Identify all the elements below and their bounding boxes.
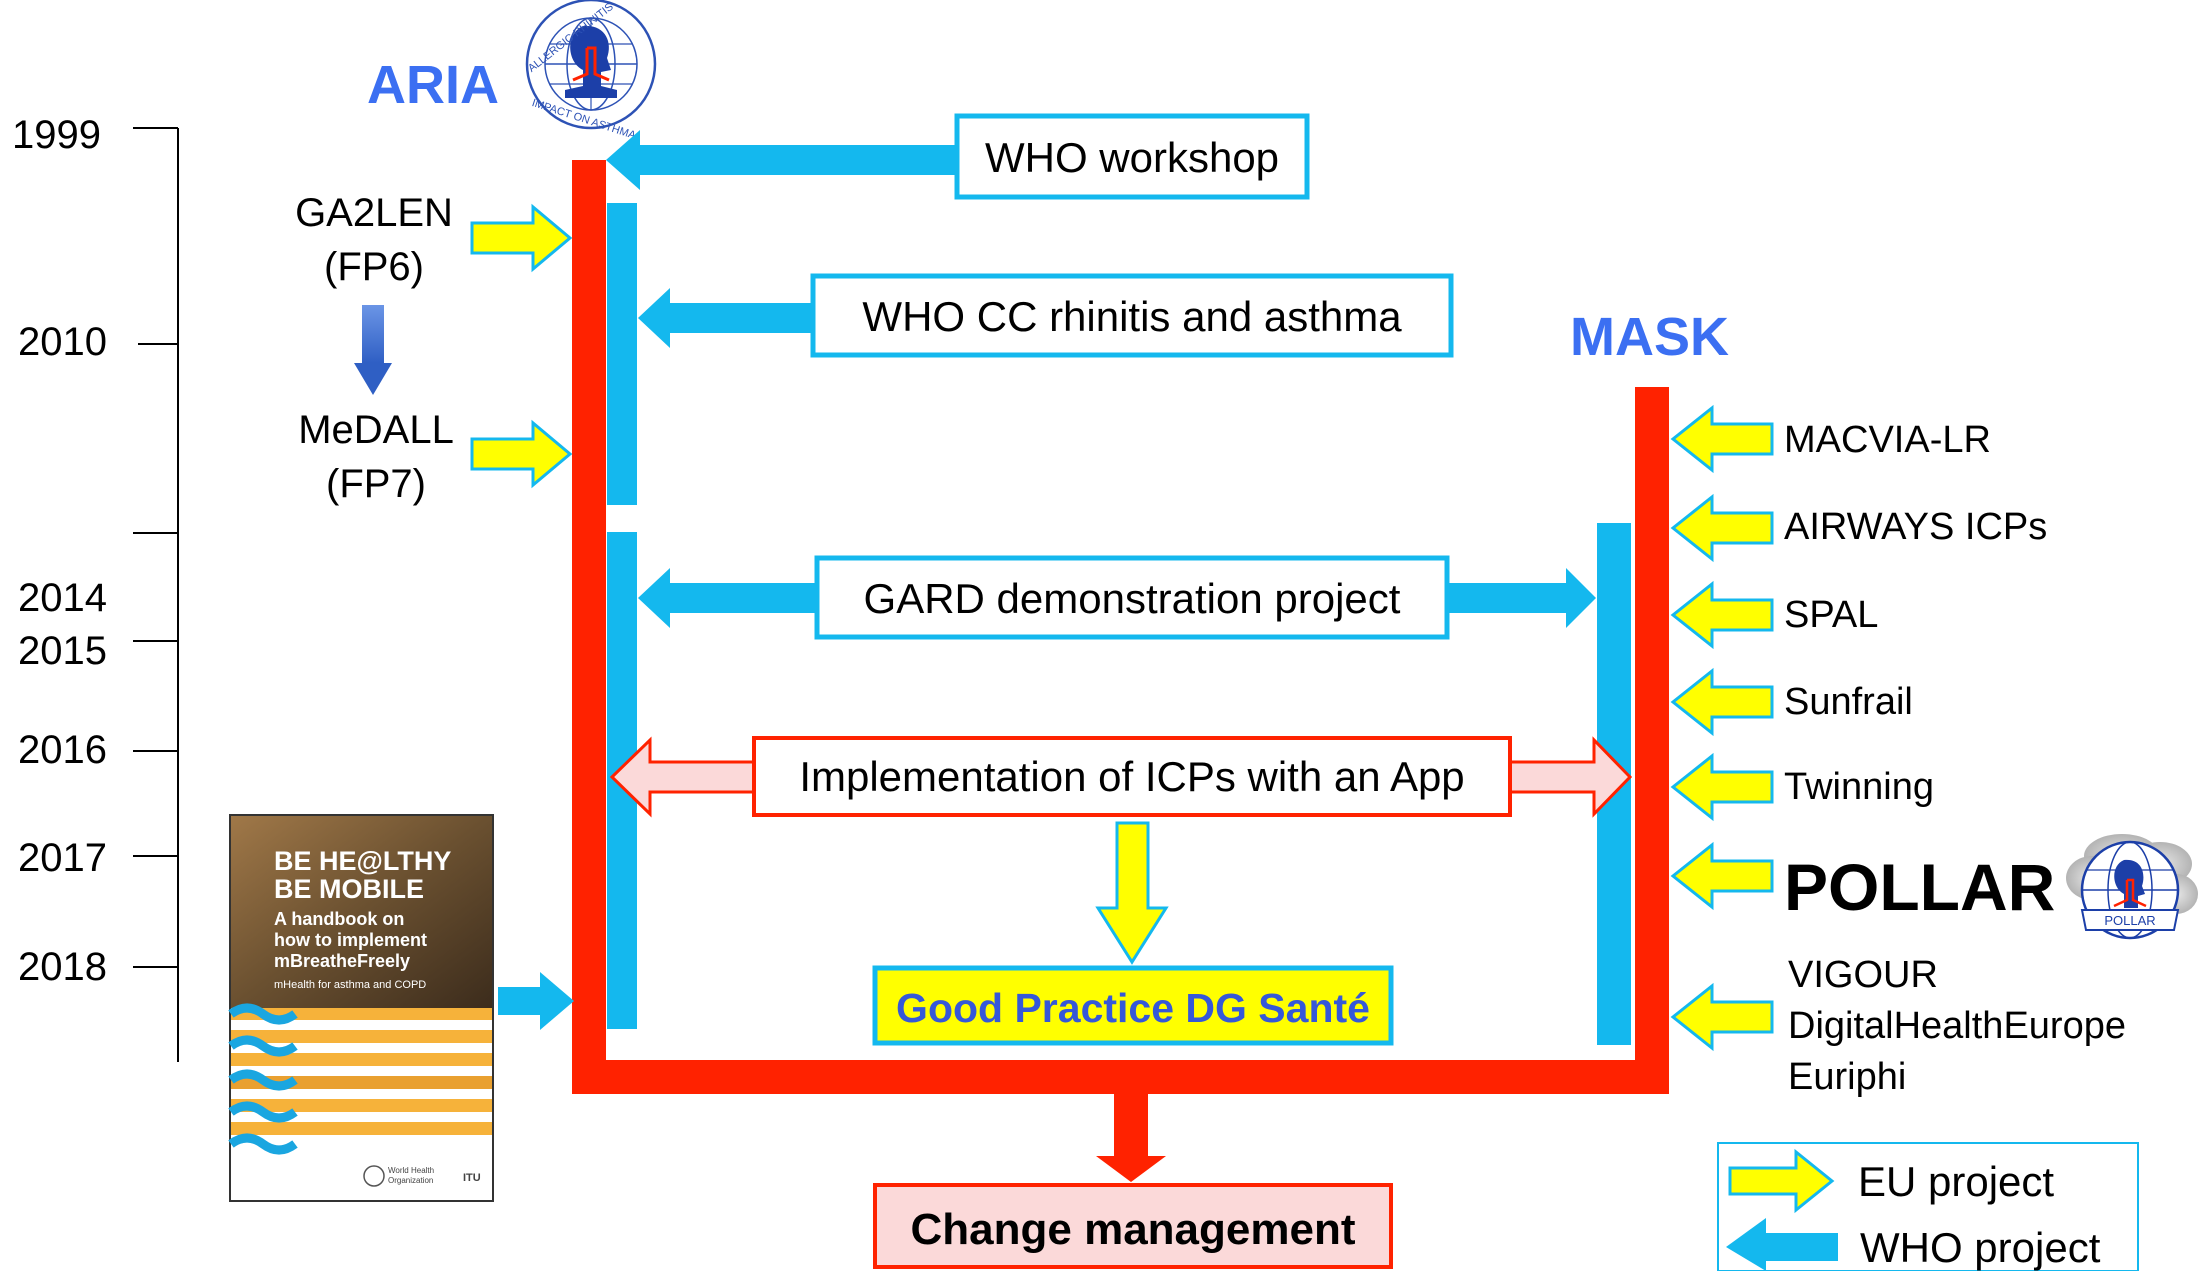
eu-arrow-left [1670, 982, 1774, 1052]
legend-who-swatch [1726, 1218, 1766, 1271]
change-arrow-shaft [1114, 1094, 1148, 1158]
handbook-org: World Health [388, 1166, 434, 1175]
mask-red-bar [1635, 387, 1669, 1094]
who-arrow-head [1566, 568, 1596, 628]
ga2len-sub: (FP6) [324, 245, 424, 289]
who-cc-group: WHO CC rhinitis and asthma [638, 273, 1454, 358]
handbook-cover: BE HE@LTHY BE MOBILE A handbook on how t… [228, 814, 494, 1202]
who-workshop-box [954, 113, 1310, 200]
good-practice-label: Good Practice DG Santé [896, 985, 1370, 1031]
year-label: 2018 [18, 945, 107, 989]
who-cyan-bar-1 [607, 203, 637, 505]
year-label: 1999 [12, 113, 101, 157]
ga2len-group: GA2LEN (FP6) [295, 191, 573, 289]
icp-app-box [752, 736, 1512, 817]
down-arrow-shaft [362, 305, 384, 363]
eu-arrow [470, 203, 573, 273]
aria-title: ARIA [367, 55, 499, 115]
legend-who-label: WHO project [1860, 1224, 2101, 1271]
who-cc-box [810, 273, 1454, 358]
project-label: MACVIA-LR [1784, 419, 1991, 461]
change-management-box [873, 1183, 1393, 1269]
gard-box [814, 555, 1450, 640]
eu-arrow-left [1670, 404, 1774, 474]
handbook-subtitle: A handbook on [274, 909, 404, 929]
eu-arrow-left [1670, 493, 1774, 563]
right-projects: MACVIA-LR AIRWAYS ICPs SPAL Sunfrail Twi… [1670, 404, 2126, 1098]
medall-label: MeDALL [298, 408, 454, 452]
pollar-logo-text: POLLAR [2104, 913, 2155, 928]
eu-arrow-left [1670, 841, 1774, 911]
year-label: 2016 [18, 728, 107, 772]
good-practice-arrow [1095, 821, 1169, 965]
year-label: 2014 [18, 576, 107, 620]
year-label: 2017 [18, 836, 107, 880]
aria-red-bar [572, 160, 606, 1094]
handbook-subtitle: how to implement [274, 930, 427, 950]
red-frame [572, 160, 1669, 1182]
who-arrow-head [638, 288, 670, 348]
project-label: Euriphi [1788, 1056, 1906, 1098]
medall-group: MeDALL (FP7) [298, 408, 573, 506]
change-management-group: Change management [873, 1183, 1393, 1269]
gard-label: GARD demonstration project [864, 575, 1401, 622]
handbook-title: BE MOBILE [274, 874, 424, 904]
project-label: Twinning [1784, 766, 1934, 808]
handbook-title: BE HE@LTHY [274, 846, 451, 876]
who-emblem [363, 1165, 385, 1187]
who-workshop-group: WHO workshop [606, 113, 1310, 200]
eu-arrow [470, 419, 573, 489]
aria-logo: ALLERGIC RHINITIS IMPACT ON ASTHMA [525, 0, 657, 142]
project-label: VIGOUR [1788, 954, 1938, 996]
who-arrow-shaft [636, 145, 957, 175]
who-arrow-shaft [666, 583, 817, 613]
down-arrow-head [354, 363, 392, 395]
handbook-org: ITU [463, 1172, 481, 1184]
change-arrow-head [1096, 1156, 1166, 1182]
eu-arrow-left [1670, 752, 1774, 822]
handbook-org: Organization [388, 1176, 433, 1185]
mask-title: MASK [1570, 307, 1729, 367]
change-management-label: Change management [911, 1205, 1356, 1254]
who-arrow-head [638, 568, 670, 628]
who-cc-label: WHO CC rhinitis and asthma [862, 293, 1402, 340]
pollar-label: POLLAR [1784, 850, 2055, 924]
handbook-subtitle: mBreatheFreely [274, 951, 410, 971]
good-practice-box [872, 965, 1394, 1046]
year-label: 2010 [18, 320, 107, 364]
who-arrow-shaft [1447, 583, 1571, 613]
medall-sub: (FP7) [326, 462, 426, 506]
bottom-red-bar [572, 1060, 1669, 1094]
good-practice-group: Good Practice DG Santé [872, 965, 1394, 1046]
who-workshop-label: WHO workshop [985, 134, 1279, 181]
legend-box [1717, 1142, 2139, 1271]
project-label: Sunfrail [1784, 681, 1913, 723]
who-arrow-head [606, 130, 640, 190]
legend: EU project WHO project [1717, 1142, 2139, 1271]
project-label: DigitalHealthEurope [1788, 1005, 2126, 1047]
handbook-who-arrow [498, 972, 574, 1030]
pollar-logo: POLLAR [2066, 834, 2198, 940]
ga2len-to-medall [354, 305, 392, 395]
ga2len-label: GA2LEN [295, 191, 453, 235]
icp-app-label: Implementation of ICPs with an App [799, 753, 1464, 800]
legend-eu-swatch [1728, 1148, 1835, 1214]
project-label: SPAL [1784, 594, 1878, 636]
project-label: AIRWAYS ICPs [1784, 506, 2047, 548]
icp-app-group: Implementation of ICPs with an App [609, 736, 1633, 818]
year-label: 2015 [18, 629, 107, 673]
timeline: 1999 2010 2014 2015 2016 2017 2018 [12, 113, 179, 1062]
legend-who-swatch [1764, 1233, 1838, 1261]
handbook-small: mHealth for asthma and COPD [274, 979, 426, 991]
eu-arrow-left [1670, 667, 1774, 737]
eu-arrow-left [1670, 580, 1774, 650]
who-arrow-shaft [666, 303, 813, 333]
legend-eu-label: EU project [1858, 1158, 2054, 1205]
gard-group: GARD demonstration project [638, 555, 1596, 640]
